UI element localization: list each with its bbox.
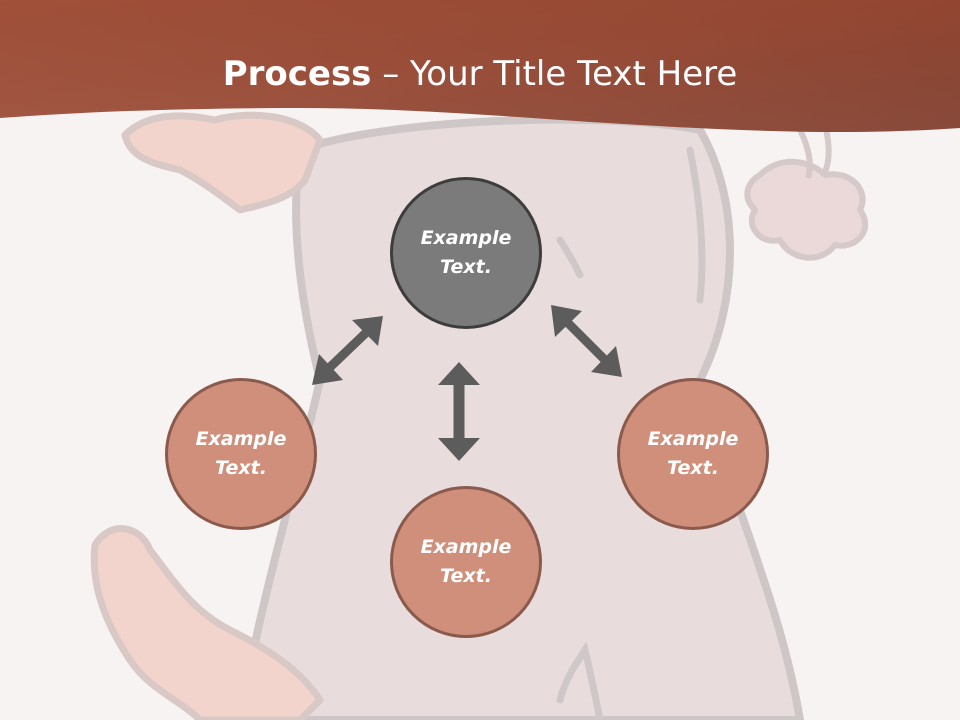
- node-label: Example Text.: [420, 227, 512, 278]
- process-node-bottom: Example Text.: [390, 486, 542, 638]
- title-rest: – Your Title Text Here: [371, 54, 738, 94]
- title-bold: Process: [222, 54, 372, 94]
- page-title: Process – Your Title Text Here: [0, 52, 960, 96]
- node-label: Example Text.: [647, 428, 739, 479]
- node-label: Example Text.: [420, 536, 512, 587]
- title-banner: [0, 0, 960, 132]
- node-label: Example Text.: [195, 428, 287, 479]
- process-node-top: Example Text.: [390, 177, 542, 329]
- process-node-left: Example Text.: [165, 378, 317, 530]
- process-node-right: Example Text.: [617, 378, 769, 530]
